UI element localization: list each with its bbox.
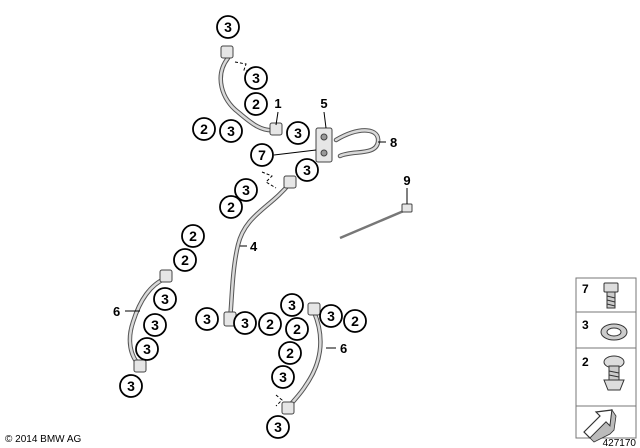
- svg-text:7: 7: [582, 282, 589, 296]
- svg-text:4: 4: [250, 239, 258, 254]
- svg-text:3: 3: [227, 123, 235, 139]
- part-number: 6: [340, 341, 347, 356]
- callout: 2: [181, 224, 205, 248]
- brake-line-middle: [223, 175, 297, 327]
- svg-text:2: 2: [200, 121, 208, 137]
- cable-tie: [339, 203, 413, 240]
- brake-pipe-loop: [333, 128, 381, 159]
- svg-text:3: 3: [582, 318, 589, 332]
- drawing-number: 427170: [603, 438, 637, 448]
- callout: 3: [119, 374, 143, 398]
- svg-text:2: 2: [266, 316, 274, 332]
- svg-text:3: 3: [224, 19, 232, 35]
- arrow-icon: [583, 408, 617, 443]
- svg-text:1: 1: [274, 96, 281, 111]
- part-number: 6: [113, 304, 120, 319]
- callout: 3: [135, 337, 159, 361]
- bolt-icon: [603, 282, 619, 309]
- legend-item-bolt: 7: [582, 282, 619, 309]
- callout: 2: [192, 117, 216, 141]
- svg-text:8: 8: [390, 135, 397, 150]
- svg-text:3: 3: [151, 317, 159, 333]
- svg-text:3: 3: [274, 419, 282, 435]
- part-number: 9: [403, 173, 410, 188]
- svg-text:2: 2: [351, 313, 359, 329]
- svg-text:3: 3: [241, 315, 249, 331]
- callout: 3: [319, 304, 343, 328]
- legend-item-seal-ring: 3: [582, 318, 628, 341]
- callout: 3: [195, 307, 219, 331]
- callout: 3: [233, 311, 257, 335]
- brake-hose-upper: [218, 45, 283, 136]
- svg-text:2: 2: [227, 199, 235, 215]
- callout: 2: [343, 309, 367, 333]
- svg-text:3: 3: [242, 182, 250, 198]
- seal-ring-icon: [600, 323, 628, 341]
- part-number: 4: [250, 239, 258, 254]
- svg-text:9: 9: [403, 173, 410, 188]
- svg-text:3: 3: [203, 311, 211, 327]
- svg-text:6: 6: [113, 304, 120, 319]
- part-number: 1: [274, 96, 281, 111]
- brake-hose-right: [281, 302, 323, 415]
- callout: 2: [244, 92, 268, 116]
- callout: 2: [258, 312, 282, 336]
- callout: 2: [219, 195, 243, 219]
- callout: 7: [250, 143, 274, 167]
- hollow-bolt-icon: [603, 355, 625, 391]
- legend-item-hollow-bolt: 2: [582, 355, 625, 391]
- svg-text:6: 6: [340, 341, 347, 356]
- part-number: 5: [320, 96, 327, 111]
- svg-text:2: 2: [181, 252, 189, 268]
- svg-text:3: 3: [288, 297, 296, 313]
- callout: 3: [219, 119, 243, 143]
- svg-text:3: 3: [327, 308, 335, 324]
- callout: 3: [295, 158, 319, 182]
- callout: 3: [286, 121, 310, 145]
- svg-text:2: 2: [252, 96, 260, 112]
- brake-hose-left: [127, 269, 173, 373]
- svg-text:2: 2: [293, 321, 301, 337]
- svg-text:3: 3: [279, 369, 287, 385]
- callout: 3: [266, 415, 290, 439]
- callout: 3: [271, 365, 295, 389]
- svg-text:3: 3: [127, 378, 135, 394]
- leader-lines: [125, 61, 408, 407]
- part-number: 8: [390, 135, 397, 150]
- legend-panel: 7 3 2: [575, 277, 637, 407]
- callout: 3: [153, 287, 177, 311]
- callout: 3: [280, 293, 304, 317]
- svg-text:3: 3: [303, 162, 311, 178]
- callout: 3: [244, 66, 268, 90]
- svg-text:3: 3: [294, 125, 302, 141]
- svg-text:2: 2: [189, 228, 197, 244]
- distributor-block: [315, 127, 333, 163]
- svg-text:3: 3: [161, 291, 169, 307]
- callout: 2: [173, 248, 197, 272]
- callout: 3: [234, 178, 258, 202]
- svg-text:3: 3: [252, 70, 260, 86]
- copyright-text: © 2014 BMW AG: [5, 434, 82, 445]
- svg-text:2: 2: [286, 345, 294, 361]
- callout: 3: [143, 313, 167, 337]
- callout: 3: [216, 15, 240, 39]
- svg-text:2: 2: [582, 355, 589, 369]
- svg-text:3: 3: [143, 341, 151, 357]
- callout: 2: [285, 317, 309, 341]
- svg-text:5: 5: [320, 96, 327, 111]
- callout: 2: [278, 341, 302, 365]
- direction-arrow-box: [575, 405, 637, 443]
- svg-text:7: 7: [258, 147, 266, 163]
